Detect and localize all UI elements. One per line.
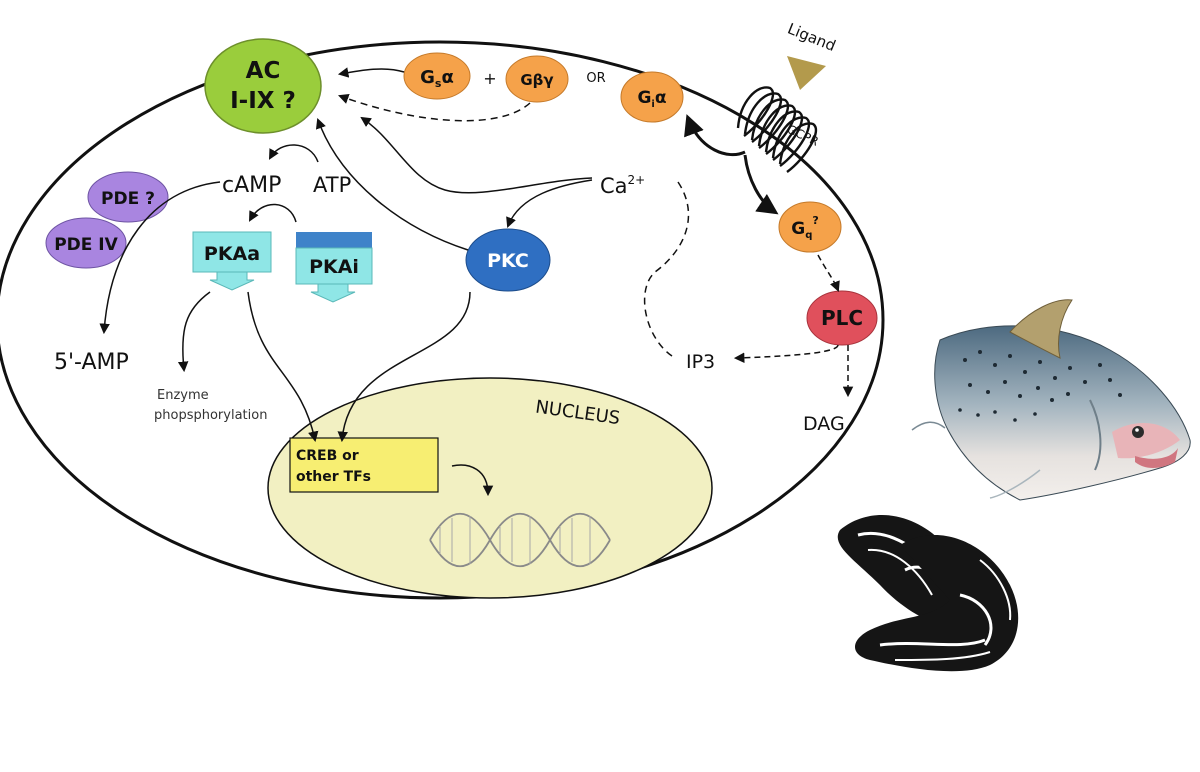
arrow-pkaa-to-enzyme bbox=[177, 291, 211, 373]
pkc-node bbox=[465, 228, 551, 292]
arrow-camp-to-5amp bbox=[99, 181, 221, 335]
arrow-gbg-to-ac bbox=[338, 93, 531, 122]
arrow-atp-to-camp bbox=[268, 144, 319, 163]
arrow-ca-to-pkc bbox=[506, 179, 593, 228]
creb-box bbox=[289, 437, 439, 493]
gs-alpha-node bbox=[403, 52, 471, 100]
or-label: OR bbox=[586, 71, 605, 86]
mussel-icon bbox=[837, 514, 1019, 672]
pkai-node: PKAi bbox=[295, 232, 373, 303]
gbg-node bbox=[505, 55, 569, 103]
receptor-icon bbox=[736, 86, 818, 173]
arrow-camp-to-pka bbox=[248, 203, 297, 223]
ligand-label: Ligand bbox=[785, 20, 838, 56]
arrow-plc-to-ip3 bbox=[733, 344, 839, 363]
pde-node bbox=[87, 171, 169, 223]
pde-iv-node bbox=[45, 217, 127, 269]
atp-label: ATP bbox=[313, 173, 351, 197]
arrow-ca-to-ac bbox=[360, 116, 593, 194]
enzyme-label-line2: phopsphorylation bbox=[154, 408, 267, 423]
ip3-label: IP3 bbox=[686, 351, 715, 373]
pde-label: PDE ? bbox=[101, 189, 155, 209]
gs-alpha-label: Gsα bbox=[420, 67, 454, 90]
dag-label: DAG bbox=[803, 413, 845, 435]
ac-node bbox=[204, 38, 322, 134]
enzyme-label-line1: Enzyme bbox=[157, 388, 209, 403]
gbg-label: Gβγ bbox=[520, 71, 553, 89]
creb-label-line1: CREB or bbox=[296, 448, 359, 464]
gi-alpha-label: Giα bbox=[637, 88, 666, 110]
camp-label: cAMP bbox=[222, 173, 281, 198]
pde-iv-label: PDE IV bbox=[54, 235, 118, 255]
arrow-pkaa-to-creb bbox=[247, 291, 319, 443]
gq-node bbox=[778, 201, 842, 253]
arrow-pkc-to-ac bbox=[315, 118, 469, 251]
arrow-receptor-to-gq bbox=[743, 154, 779, 215]
arrow-gs-to-ac bbox=[337, 67, 405, 78]
plus-sign: + bbox=[483, 69, 496, 88]
salmon-icon bbox=[911, 299, 1191, 501]
arrow-creb-to-dna bbox=[451, 464, 494, 497]
amp-label: 5'-AMP bbox=[54, 350, 129, 375]
arrow-pkc-to-creb bbox=[337, 291, 471, 443]
pkai-label: PKAi bbox=[309, 256, 359, 278]
plc-node bbox=[806, 290, 878, 346]
dna-icon bbox=[429, 513, 611, 567]
gi-alpha-node bbox=[620, 71, 684, 123]
calcium-label: Ca2+ bbox=[600, 173, 645, 198]
arrow-gq-to-plc bbox=[817, 254, 840, 292]
pkc-label: PKC bbox=[487, 250, 529, 272]
plc-label: PLC bbox=[821, 306, 863, 330]
ligand-triangle bbox=[787, 56, 826, 90]
cell-membrane bbox=[0, 40, 885, 600]
arrow-receptor-to-gi bbox=[684, 114, 746, 157]
arrows bbox=[99, 67, 854, 497]
pkaa-node: PKAa bbox=[192, 231, 272, 291]
pkaa-label: PKAa bbox=[204, 243, 260, 265]
gq-label: Gq? bbox=[791, 214, 819, 241]
creb-label-line2: other TFs bbox=[296, 469, 371, 485]
ac-label-line2: I-IX ? bbox=[230, 88, 296, 114]
arrow-ca-to-ip3 bbox=[643, 181, 690, 359]
ac-label-line1: AC bbox=[246, 58, 281, 84]
